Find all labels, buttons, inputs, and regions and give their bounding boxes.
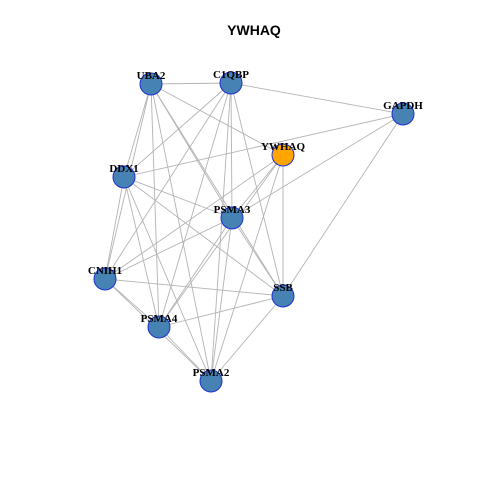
node-label-c1qbp: C1QBP <box>213 69 249 81</box>
node-cnih1[interactable] <box>93 267 117 291</box>
node-label-psma4: PSMA4 <box>141 313 178 325</box>
edge-gapdh-ssb <box>282 113 404 297</box>
edge-uba2-c1qbp <box>150 82 232 85</box>
edge-c1qbp-ddx1 <box>123 82 232 178</box>
node-psma4[interactable] <box>147 315 171 339</box>
edge-ywhaq-psma3 <box>231 154 284 219</box>
node-c1qbp[interactable] <box>219 71 243 95</box>
node-label-uba2: UBA2 <box>137 70 166 82</box>
edge-cnih1-ssb <box>104 278 284 297</box>
edge-psma3-cnih1 <box>104 217 233 280</box>
edge-ddx1-psma2 <box>123 176 212 382</box>
node-uba2[interactable] <box>139 72 163 96</box>
edge-c1qbp-gapdh <box>230 82 404 115</box>
edge-psma4-psma2 <box>158 326 212 382</box>
edge-ddx1-cnih1 <box>104 176 125 280</box>
node-label-ywhaq: YWHAQ <box>261 141 305 153</box>
edge-psma3-psma2 <box>210 217 233 382</box>
node-ssb[interactable] <box>271 284 295 308</box>
edge-ssb-psma4 <box>158 295 284 328</box>
edge-uba2-ywhaq <box>150 83 284 156</box>
edge-layer <box>104 82 404 382</box>
edge-ddx1-psma3 <box>123 176 233 219</box>
edge-ddx1-ssb <box>123 176 284 297</box>
edge-ywhaq-psma2 <box>210 154 284 382</box>
edge-psma3-ssb <box>231 217 284 297</box>
edge-c1qbp-psma2 <box>210 82 232 382</box>
node-layer <box>93 71 415 393</box>
node-label-ssb: SSB <box>273 282 293 294</box>
edge-uba2-ssb <box>150 83 284 297</box>
graph-title: YWHAQ <box>227 22 281 38</box>
edge-ywhaq-psma4 <box>158 154 284 328</box>
edge-uba2-ddx1 <box>123 83 152 178</box>
node-label-cnih1: CNIH1 <box>88 265 122 277</box>
node-label-ddx1: DDX1 <box>109 163 138 175</box>
node-ywhaq[interactable] <box>271 143 295 167</box>
edge-ddx1-psma4 <box>123 176 160 328</box>
node-ddx1[interactable] <box>112 165 136 189</box>
node-gapdh[interactable] <box>391 102 415 126</box>
node-psma2[interactable] <box>199 369 223 393</box>
edge-uba2-psma4 <box>150 83 160 328</box>
edge-gapdh-psma3 <box>231 113 404 219</box>
node-label-psma2: PSMA2 <box>193 367 230 379</box>
edge-uba2-psma2 <box>150 83 212 382</box>
edge-ssb-psma2 <box>210 295 284 382</box>
node-label-psma3: PSMA3 <box>214 204 251 216</box>
edge-c1qbp-psma3 <box>230 82 233 219</box>
edge-c1qbp-ssb <box>230 82 284 297</box>
node-psma3[interactable] <box>220 206 244 230</box>
edge-psma3-psma4 <box>158 217 233 328</box>
edge-c1qbp-cnih1 <box>104 82 232 280</box>
edge-gapdh-ddx1 <box>123 113 404 178</box>
edge-ywhaq-cnih1 <box>104 154 284 280</box>
edge-cnih1-psma4 <box>104 278 160 328</box>
node-label-gapdh: GAPDH <box>383 100 423 112</box>
